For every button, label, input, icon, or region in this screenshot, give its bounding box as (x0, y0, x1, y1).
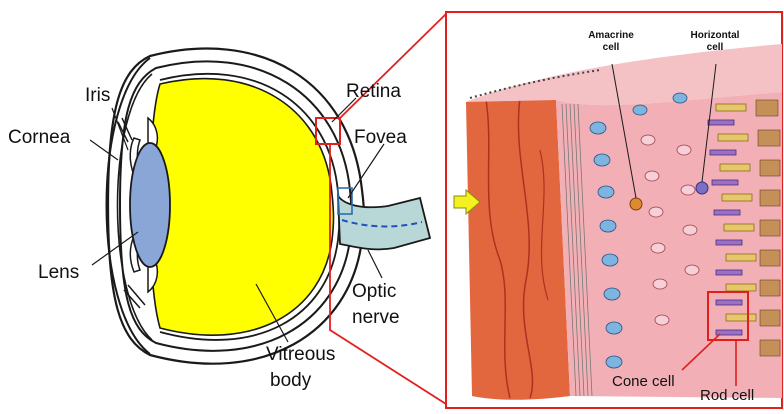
label-horizontal-line1: Horizontal (680, 30, 750, 41)
label-amacrine-line1: Amacrine (576, 30, 646, 41)
amacrine-cell-body (630, 198, 642, 210)
label-amacrine-line2: cell (576, 42, 646, 53)
lens (130, 143, 170, 267)
label-vitreous-line1: Vitreous (266, 345, 335, 365)
label-optic-nerve-line1: Optic (352, 282, 396, 302)
vitreous-body (150, 79, 334, 336)
retina-detail (446, 12, 782, 408)
label-cornea: Cornea (8, 128, 70, 148)
zoom-line-top (340, 14, 446, 118)
label-vitreous-line2: body (270, 371, 311, 391)
horizontal-cell-body (696, 182, 708, 194)
label-rod-cell: Rod cell (700, 388, 754, 404)
label-cone-cell: Cone cell (612, 374, 675, 390)
label-retina: Retina (346, 82, 401, 102)
label-horizontal-line2: cell (680, 42, 750, 53)
label-iris: Iris (85, 86, 110, 106)
label-optic-nerve-line2: nerve (352, 308, 400, 328)
label-fovea: Fovea (354, 128, 407, 148)
label-lens: Lens (38, 263, 79, 283)
choroid-front (466, 93, 570, 399)
zoom-line-bottom (330, 144, 446, 404)
